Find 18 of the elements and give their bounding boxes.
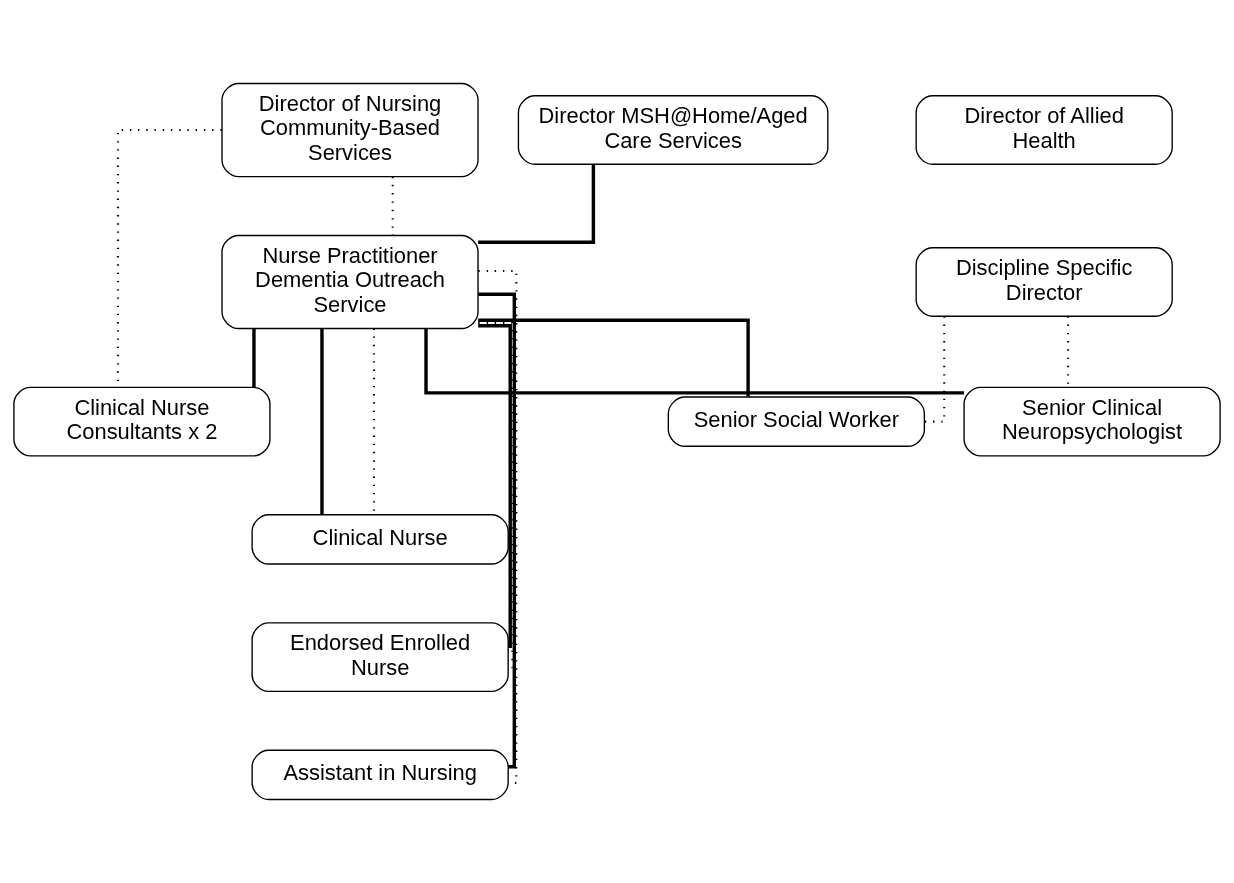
connector bbox=[252, 328, 256, 387]
node-box: Assistant in Nursing bbox=[251, 749, 509, 801]
node-box: Nurse Practitioner Dementia Outreach Service bbox=[221, 234, 479, 330]
connector bbox=[320, 328, 324, 515]
connector bbox=[424, 329, 965, 395]
node-box: Director of Nursing Community-Based Services bbox=[221, 82, 479, 178]
connector bbox=[478, 164, 596, 244]
node-box: Clinical Nurse Consultants x 2 bbox=[13, 386, 271, 457]
connector bbox=[391, 176, 394, 236]
node-box: Clinical Nurse bbox=[251, 514, 509, 565]
node-box: Director MSH@Home/Aged Care Services bbox=[517, 95, 829, 165]
node-box: Endorsed Enrolled Nurse bbox=[251, 622, 509, 693]
connector bbox=[478, 318, 750, 397]
connector bbox=[924, 316, 946, 423]
node-box: Director of Allied Health bbox=[915, 95, 1173, 165]
node-box: Senior Clinical Neuropsychologist bbox=[963, 386, 1221, 457]
node-box: Discipline Specific Director bbox=[915, 247, 1173, 317]
node-box: Senior Social Worker bbox=[667, 396, 926, 447]
